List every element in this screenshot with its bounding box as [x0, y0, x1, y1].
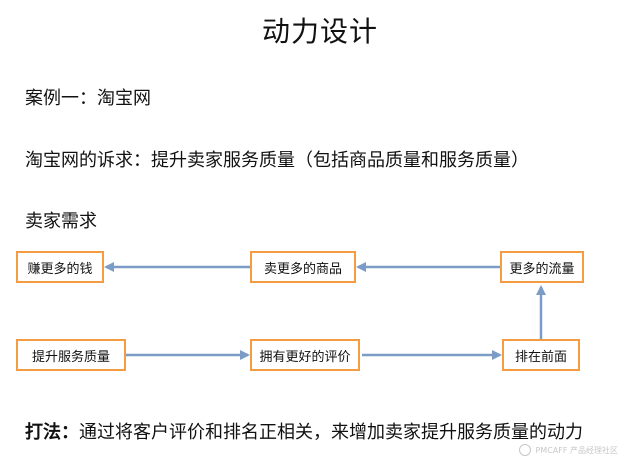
node-more-traffic: 更多的流量 [500, 251, 584, 283]
node-sell-more-goods: 卖更多的商品 [250, 251, 356, 283]
node-better-reviews: 拥有更好的评价 [250, 339, 360, 371]
conclusion: 打法：通过将客户评价和排名正相关，来增加卖家提升服务质量的动力 [25, 418, 583, 444]
watermark-text: PMCAFF 产品经理社区 [535, 445, 618, 455]
appeal-text: 淘宝网的诉求：提升卖家服务质量（包括商品质量和服务质量） [25, 150, 529, 171]
node-rank-higher: 排在前面 [502, 339, 580, 371]
node-earn-more-money: 赚更多的钱 [16, 251, 104, 283]
conclusion-text: 通过将客户评价和排名正相关，来增加卖家提升服务质量的动力 [79, 422, 583, 443]
page-title: 动力设计 [261, 15, 378, 48]
section-heading: 卖家需求 [25, 211, 97, 232]
pmcaff-logo-icon [519, 444, 532, 456]
case-label: 案例一：淘宝网 [25, 88, 151, 109]
node-improve-service: 提升服务质量 [16, 339, 126, 371]
watermark: PMCAFF 产品经理社区 [519, 444, 618, 456]
conclusion-label: 打法： [25, 422, 79, 443]
